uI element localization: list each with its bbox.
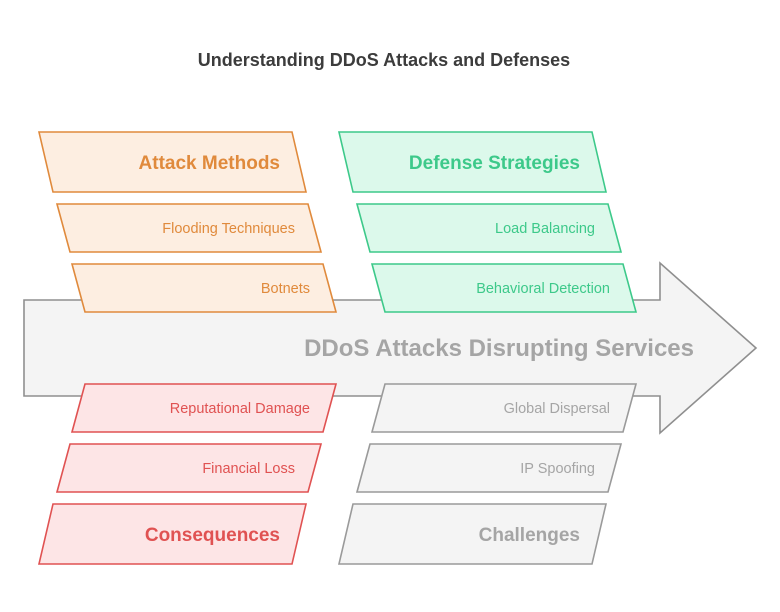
challenge-item-label: IP Spoofing [520,461,595,477]
consequence-item-label: Reputational Damage [170,401,310,417]
attack-methods-header-box [37,131,308,193]
consequence-item-box [70,383,338,433]
challenge-item-box [370,383,638,433]
category-consequences: Reputational Damage Financial Loss Conse… [37,383,338,565]
attack-method-item-box [55,203,323,253]
defense-strategy-item-label: Behavioral Detection [476,281,610,297]
challenges-header-label: Challenges [479,525,580,546]
challenge-item-box [355,443,623,493]
defense-strategy-item-box [370,263,638,313]
defense-strategy-item-box [355,203,623,253]
defense-strategies-header-label: Defense Strategies [409,153,580,174]
attack-method-item-box [70,263,338,313]
attack-method-item-label: Botnets [261,281,310,297]
diagram-title: Understanding DDoS Attacks and Defenses [198,50,570,70]
consequence-item-label: Financial Loss [202,461,295,477]
category-defense-strategies: Defense Strategies Load Balancing Behavi… [337,131,638,313]
consequence-item-box [55,443,323,493]
consequences-header-label: Consequences [145,525,280,546]
category-challenges: Global Dispersal IP Spoofing Challenges [337,383,638,565]
defense-strategy-item-label: Load Balancing [495,221,595,237]
challenge-item-label: Global Dispersal [504,401,610,417]
challenges-header-box [337,503,608,565]
defense-strategies-header-box [337,131,608,193]
consequences-header-box [37,503,308,565]
attack-methods-header-label: Attack Methods [139,153,280,174]
attack-method-item-label: Flooding Techniques [162,221,295,237]
spine-label: DDoS Attacks Disrupting Services [304,335,694,362]
category-attack-methods: Attack Methods Flooding Techniques Botne… [37,131,338,313]
